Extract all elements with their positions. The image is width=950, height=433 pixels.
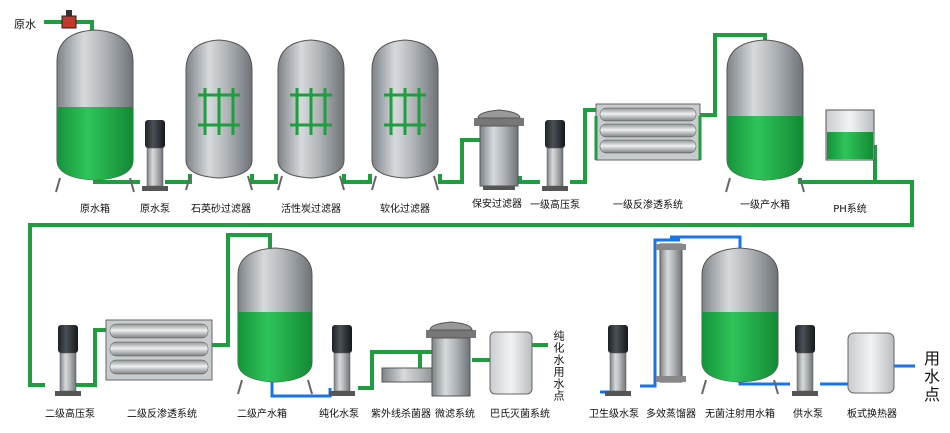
high-pressure-pump-2-icon: [55, 325, 81, 396]
pasteurizer: [489, 331, 533, 395]
ro-system-2: [105, 319, 213, 381]
label-purified-use-point: 纯化水用水点: [552, 330, 565, 402]
label-heat-exchanger: 板式换热器: [847, 409, 897, 420]
label-raw-tank: 原水箱: [80, 204, 110, 215]
quartz-sand-filter: [185, 39, 253, 191]
ph-dosing-tank: [825, 109, 875, 161]
label-ph-system: PH系统: [833, 204, 867, 215]
multi-effect-distiller: [656, 243, 686, 383]
high-pressure-pump-1-icon: [542, 120, 568, 191]
label-ro-1: 一级反渗透系统: [613, 200, 683, 211]
supply-pump-icon: [792, 325, 818, 396]
blue-pipework: [270, 235, 915, 398]
label-sanitary-pump: 卫生级水泵: [589, 409, 639, 420]
micro-filter: [426, 321, 476, 397]
activated-carbon-filter: [277, 39, 345, 191]
label-product-tank-1: 一级产水箱: [740, 200, 790, 211]
label-uv-sterilizer: 紫外线杀菌器: [371, 409, 431, 420]
label-wfi-tank: 无菌注射用水箱: [705, 409, 775, 420]
label-supply-pump: 供水泵: [793, 409, 823, 420]
label-still: 多效蒸馏器: [646, 409, 696, 420]
purified-water-pump-icon: [329, 325, 355, 396]
wfi-tank: [701, 247, 779, 395]
label-carbon-filter: 活性炭过滤器: [281, 204, 341, 215]
label-hp-pump-2: 二级高压泵: [45, 409, 95, 420]
product-tank-2: [237, 247, 313, 395]
label-pasteur: 巴氏灭菌系统: [490, 409, 550, 420]
label-softener: 软化过滤器: [380, 204, 430, 215]
label-product-tank-2: 二级产水箱: [237, 409, 287, 420]
raw-water-pump-icon: [142, 120, 168, 191]
plate-heat-exchanger: [847, 332, 895, 394]
product-tank-1: [725, 39, 805, 193]
label-outlet: 用水点: [921, 350, 940, 404]
label-ro-2: 二级反渗透系统: [127, 409, 197, 420]
security-filter: [474, 109, 524, 190]
inlet-valve-icon[interactable]: [61, 10, 77, 29]
ro-system-1: [594, 103, 702, 161]
label-sand-filter: 石英砂过滤器: [191, 204, 251, 215]
sanitary-pump-icon: [605, 325, 631, 396]
label-security-filter: 保安过滤器: [472, 199, 522, 210]
source-label: 原水: [14, 18, 36, 31]
label-hp-pump-1: 一级高压泵: [530, 200, 580, 211]
softener-filter: [371, 39, 439, 191]
green-pipework: [28, 20, 914, 390]
label-raw-pump: 原水泵: [140, 204, 170, 215]
label-purified-pump: 纯化水泵: [319, 409, 359, 420]
raw-water-tank: [55, 29, 135, 193]
label-micro-filter: 微滤系统: [435, 409, 475, 420]
